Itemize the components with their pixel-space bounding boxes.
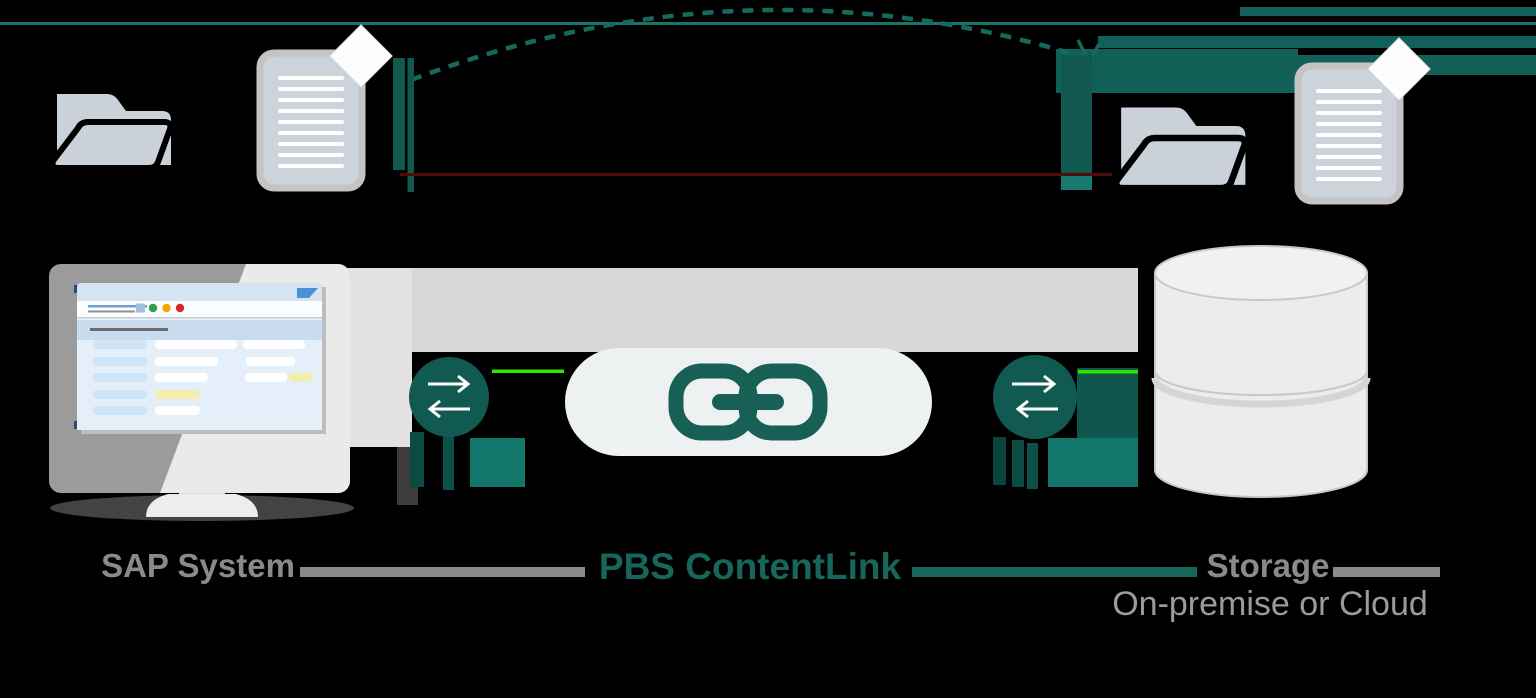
sap-system-label: SAP System xyxy=(101,547,295,584)
storage-label: Storage xyxy=(1207,547,1330,584)
target-document-icon xyxy=(1294,37,1431,205)
red-accent-line xyxy=(400,173,1112,176)
arc-drop-line-left-thick xyxy=(393,58,405,170)
traffic-light-dots-icon xyxy=(148,303,185,313)
source-folder-icon xyxy=(49,94,174,171)
contentlink-pill xyxy=(565,348,932,456)
window-titlebar xyxy=(77,283,322,301)
toolbar-square-icon xyxy=(136,303,145,313)
dashed-arc xyxy=(410,7,1087,83)
transfer-circle-left xyxy=(409,357,489,437)
sap-monitor-icon xyxy=(49,264,354,521)
pbs-contentlink-label: PBS ContentLink xyxy=(599,546,902,587)
green-connector-left xyxy=(492,369,564,373)
flow-arc xyxy=(393,7,1112,192)
window-section-band xyxy=(77,320,322,340)
page-curl-diamond xyxy=(329,24,393,88)
top-border-line xyxy=(0,22,1536,25)
swap-arrows-icon xyxy=(427,374,471,419)
chain-link-icon xyxy=(668,363,828,441)
monitor-base xyxy=(146,494,258,517)
arc-drop-line-left-thin xyxy=(407,58,414,192)
transfer-node-left xyxy=(409,357,564,490)
database-icon xyxy=(1151,245,1371,498)
target-folder-icon xyxy=(1113,107,1248,192)
source-document-icon xyxy=(256,24,393,192)
transfer-circle-right xyxy=(993,355,1077,439)
transfer-node-right xyxy=(993,355,1138,489)
arc-drop-bar-right xyxy=(1061,55,1092,175)
sap-window xyxy=(74,283,326,434)
storage-sublabel: On-premise or Cloud xyxy=(1112,585,1428,623)
label-bar-gray-left xyxy=(300,567,585,577)
page-curl-diamond xyxy=(1367,37,1431,101)
swap-arrows-icon xyxy=(1012,374,1058,419)
label-bar-gray-right xyxy=(1333,567,1440,577)
label-bar-teal xyxy=(912,567,1197,577)
labels: SAP System PBS ContentLink Storage On-pr… xyxy=(101,546,1440,623)
sap-logo-flag-icon xyxy=(297,288,318,298)
green-connector-right xyxy=(1078,370,1138,374)
form-rows xyxy=(93,340,313,415)
